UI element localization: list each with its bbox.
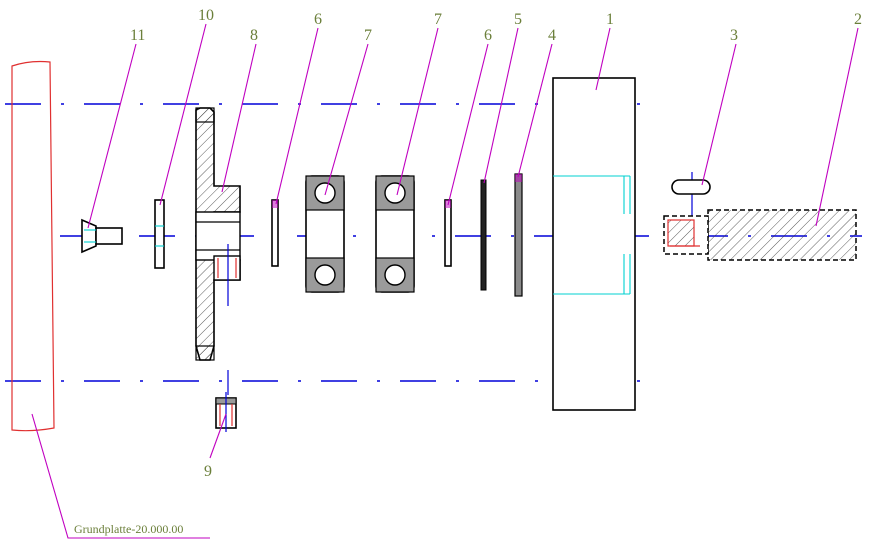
balloon-4: 4: [548, 27, 556, 44]
balloon-11: 11: [130, 27, 145, 44]
part-7-bearing-right: [375, 175, 415, 293]
balloon-labels: 11 10 8 6 7 7 6 5 4 1 3 2 9 Grundplatte-…: [74, 7, 862, 536]
part-1-housing: [552, 77, 636, 411]
part-10-washer: [154, 199, 165, 269]
part-4-disc: [514, 173, 523, 297]
balloon-8: 8: [250, 27, 258, 44]
part-6-ring-right: [444, 199, 452, 267]
balloon-1: 1: [606, 11, 614, 28]
part-9-pin: [215, 392, 237, 432]
part-6-ring-left: [271, 199, 279, 267]
balloon-3: 3: [730, 27, 738, 44]
leader-lines: [31, 23, 859, 539]
balloon-9: 9: [204, 463, 212, 480]
base-plate-label: Grundplatte-20.000.00: [74, 522, 183, 536]
part-8-sprocket: [195, 107, 241, 361]
part-11-screw: [81, 218, 123, 254]
balloon-2: 2: [854, 11, 862, 28]
part-5-disc: [480, 179, 487, 291]
balloon-6-left: 6: [314, 11, 322, 28]
part-3-key: [671, 179, 711, 195]
balloon-6-right: 6: [484, 27, 492, 44]
base-plate: [11, 60, 55, 432]
balloon-7-left: 7: [364, 27, 372, 44]
part-2-shaft: [663, 209, 857, 261]
balloon-10: 10: [198, 7, 214, 24]
balloon-7-right: 7: [434, 11, 442, 28]
balloon-5: 5: [514, 11, 522, 28]
